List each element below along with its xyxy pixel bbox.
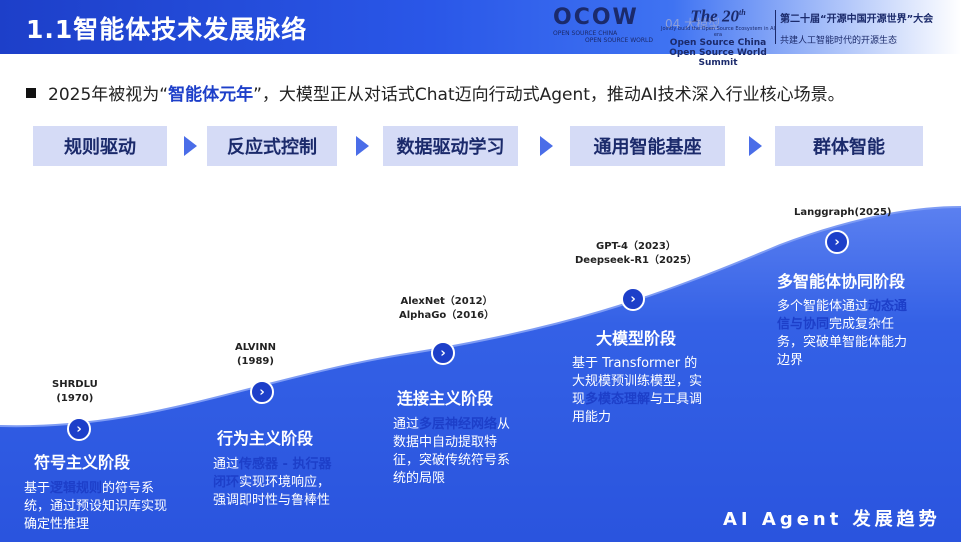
milestone-label: Langgraph(2025): [794, 207, 892, 218]
logo-sub1: OPEN SOURCE CHINA: [553, 30, 618, 37]
header-bar: 1.1智能体技术发展脉络: [0, 0, 961, 54]
phase-description: 多个智能体通过动态通信与协同完成复杂任务，突破单智能体能力边界: [777, 299, 908, 368]
chevron-right-icon: ›: [621, 287, 645, 311]
phase-description: 通过传感器 - 执行器闭环实现环境响应，强调即时性与鲁棒性: [213, 457, 332, 508]
intro-highlight: 智能体元年: [168, 85, 254, 105]
page-ghost-text: 04 大模型: [665, 17, 721, 31]
stage-rule-driven: 规则驱动: [33, 126, 167, 166]
chevron-right-icon: ›: [431, 341, 455, 365]
phase-description: 基于逻辑规则的符号系统，通过预设知识库实现确定性推理: [24, 481, 168, 532]
chevron-right-icon: ›: [67, 417, 91, 441]
conference-subtitle: 共建人工智能时代的开源生态: [780, 36, 898, 46]
stage-reactive-control: 反应式控制: [207, 126, 337, 166]
summit-logo: The 20th Jointly build the Open Source E…: [658, 4, 778, 68]
chevron-right-icon: ›: [250, 380, 274, 404]
curve-area: [0, 207, 961, 542]
phase-title: 行为主义阶段: [217, 429, 314, 448]
arrow-right-icon: [749, 136, 762, 156]
logo-text: OCOW: [553, 5, 639, 30]
intro-sentence: 2025年被视为“智能体元年”，大模型正从对话式Chat迈向行动式Agent，推…: [26, 80, 845, 105]
ocow-logo: OCOW OPEN SOURCE CHINA OPEN SOURCE WORLD: [553, 6, 653, 48]
milestone-label: ALVINN(1989): [235, 342, 276, 367]
logo-sub2: OPEN SOURCE WORLD: [585, 37, 653, 44]
arrow-right-icon: [540, 136, 553, 156]
phase-description: 通过多层神经网络从数据中自动提取特征，突破传统符号系统的局限: [393, 417, 511, 486]
stage-swarm-intelligence: 群体智能: [775, 126, 923, 166]
summit-number: The 20th: [690, 6, 746, 26]
conference-title: 第二十届“开源中国开源世界”大会: [780, 14, 934, 25]
page-title: 1.1智能体技术发展脉络: [26, 15, 308, 44]
summit-line2: Open Source World Summit: [669, 47, 767, 68]
phase-title: 连接主义阶段: [397, 389, 494, 408]
phase-description: 基于 Transformer 的大规模预训练模型，实现多模态理解与工具调用能力: [572, 356, 703, 425]
summit-line1: Open Source China: [669, 37, 767, 48]
square-bullet-icon: [26, 88, 36, 98]
phase-title: 大模型阶段: [596, 329, 677, 348]
milestone-label: GPT-4（2023）Deepseek-R1（2025）: [575, 241, 697, 266]
phase-title: 多智能体协同阶段: [777, 272, 906, 291]
curve-edge: [0, 206, 961, 428]
chevron-right-icon: ›: [825, 230, 849, 254]
summit-tagline: Jointly build the Open Source Ecosystem …: [660, 25, 776, 38]
trend-label: AI Agent 发展趋势: [723, 509, 941, 530]
phase-title: 符号主义阶段: [34, 453, 131, 472]
arrow-right-icon: [184, 136, 197, 156]
arrow-right-icon: [356, 136, 369, 156]
milestone-label: SHRDLU(1970): [52, 379, 98, 404]
milestone-label: AlexNet（2012）AlphaGo（2016）: [399, 296, 495, 321]
stage-general-foundation: 通用智能基座: [570, 126, 725, 166]
header-divider: [775, 10, 776, 44]
stage-data-driven: 数据驱动学习: [383, 126, 518, 166]
